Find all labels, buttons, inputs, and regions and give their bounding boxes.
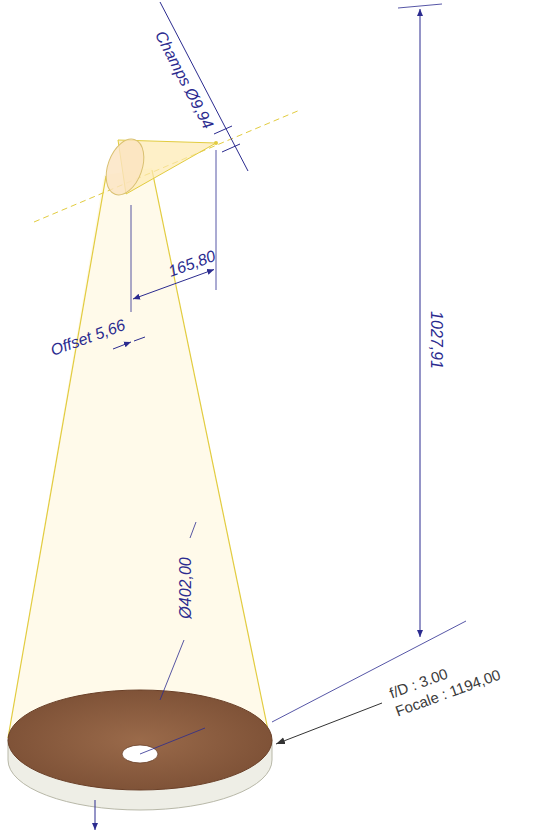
field-dimension: Champs Ø9,94 — [151, 28, 217, 132]
height-dimension: 1027,91 — [427, 311, 445, 369]
diameter-dimension: Ø402,00 — [177, 557, 195, 618]
distance-dimension: 165,80 — [166, 247, 218, 281]
